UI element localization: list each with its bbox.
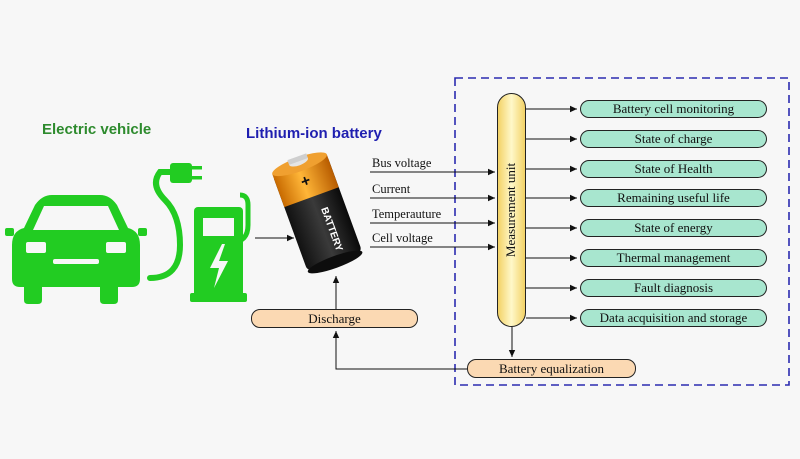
measurement-unit-label: Measurement unit [503,162,519,258]
electric-vehicle-title: Electric vehicle [42,121,152,138]
arrow-equalization-to-discharge [332,331,467,370]
output-state-of-charge: State of charge [580,130,767,148]
battery-title: Lithium-ion battery [246,125,382,142]
signal-label-temperature: Temperauture [372,207,442,221]
output-thermal-management: Thermal management [580,249,767,267]
measurement-unit-label-wrap: Measurement unit [497,93,526,327]
output-state-of-energy: State of energy [580,219,767,237]
output-state-of-health: State of Health [580,160,767,178]
discharge-box: Discharge [251,309,418,328]
output-battery-cell-monitoring: Battery cell monitoring [580,100,767,118]
battery-icon: + BATTERY [272,152,363,274]
signal-label-cell-voltage: Cell voltage [372,231,433,245]
output-data-acquisition-storage: Data acquisition and storage [580,309,767,327]
charging-station-icon [190,207,247,302]
output-fault-diagnosis: Fault diagnosis [580,279,767,297]
signal-label-current: Current [372,182,411,196]
battery-equalization-box: Battery equalization [467,359,636,378]
signal-label-bus-voltage: Bus voltage [372,156,432,170]
output-remaining-useful-life: Remaining useful life [580,189,767,207]
output-arrows [526,105,577,322]
measurement-unit-box [497,93,526,327]
lightning-bolt-icon [210,244,228,288]
signal-arrows [370,168,495,251]
car-icon [5,195,147,304]
measurement-system-border [454,77,790,386]
